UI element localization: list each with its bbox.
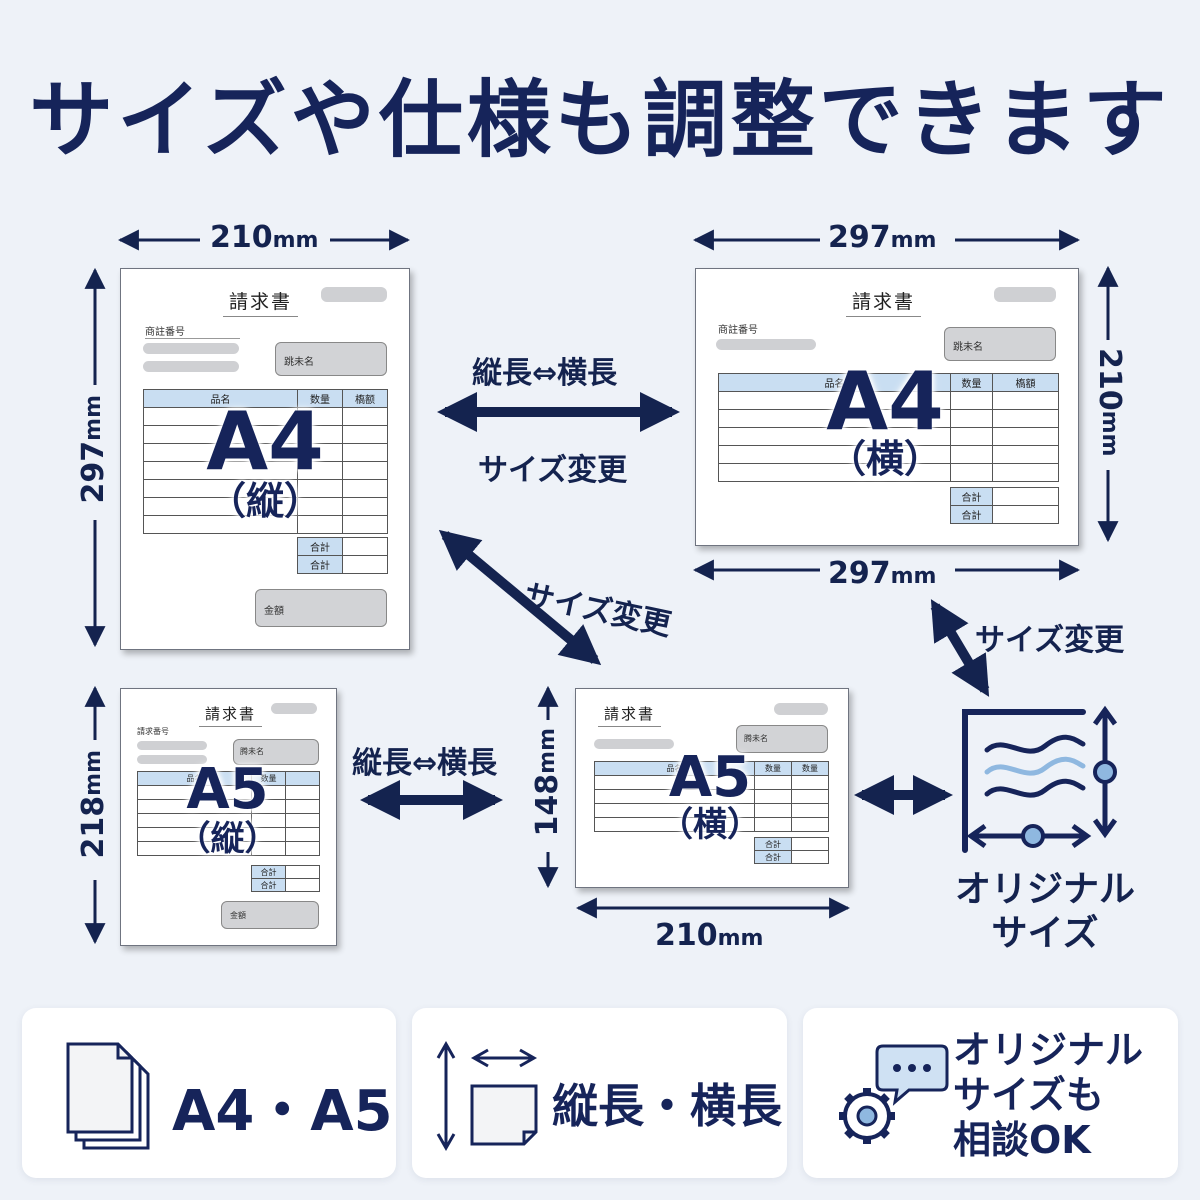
subtotal-label: 合計 bbox=[297, 537, 343, 556]
a5p-height-label: 218mm bbox=[76, 750, 111, 859]
total-label: 合計 bbox=[251, 878, 286, 892]
number-label: 請求番号 bbox=[137, 727, 169, 736]
total-table: 合計 合計 bbox=[950, 487, 1059, 524]
col-item: 品名 bbox=[143, 389, 298, 408]
original-size-label: オリジナル サイズ bbox=[954, 869, 1135, 954]
col-qty: 数量 bbox=[297, 389, 343, 408]
card-custom-text: オリジナル サイズも 相談OK bbox=[953, 1028, 1144, 1162]
invoice-title: 請求書 bbox=[598, 703, 662, 727]
number-label: 商註番号 bbox=[145, 323, 240, 339]
a4-portrait-size: A4 bbox=[206, 395, 324, 488]
placeholder-bar bbox=[594, 739, 674, 749]
client-box: 腾未名 bbox=[233, 739, 319, 765]
gear-chat-icon bbox=[839, 1044, 949, 1144]
total-table: 合計 合計 bbox=[251, 865, 320, 892]
size-change-arrow-diag bbox=[438, 529, 602, 666]
col-qty: 数量 bbox=[251, 771, 286, 786]
total-label: 合計 bbox=[297, 555, 343, 574]
client-box: 跳未名 bbox=[275, 342, 387, 376]
gear-icon bbox=[839, 1088, 895, 1144]
a5-portrait-orient: （縦） bbox=[176, 819, 279, 859]
placeholder-bar bbox=[137, 755, 207, 764]
size-change-label-right: サイズ変更 bbox=[975, 623, 1125, 658]
amount-box: 金額 bbox=[255, 589, 387, 627]
col-item: 品名 bbox=[137, 771, 252, 786]
size-change-arrow-right bbox=[930, 599, 990, 697]
invoice-title: 請求書 bbox=[199, 703, 263, 727]
a4p-width-label: 210mm bbox=[210, 220, 319, 255]
invoice-title: 請求書 bbox=[846, 287, 922, 317]
item-table: 品名数量 bbox=[137, 771, 320, 856]
a4-landscape-sheet: 請求書 商註番号 跳未名 品名数量槗額 合計 合計 bbox=[695, 268, 1079, 546]
original-size-icon bbox=[962, 705, 1118, 853]
col-item: 品名 bbox=[594, 761, 755, 776]
col-qty: 数量 bbox=[754, 761, 792, 776]
chat-bubble-icon bbox=[875, 1044, 949, 1106]
card-sizes-text: A4・A5 bbox=[172, 1079, 393, 1144]
documents-stack-icon bbox=[66, 1042, 150, 1150]
item-table: 品名数量数量 bbox=[594, 761, 829, 832]
a4l-height-label: 210mm bbox=[1092, 348, 1127, 457]
a4l-width-bottom-label: 297mm bbox=[828, 556, 937, 591]
subtotal-label: 合計 bbox=[251, 865, 286, 879]
a5-portrait-size: A5 bbox=[186, 757, 269, 822]
col-amount: 槗額 bbox=[992, 373, 1059, 392]
item-table: 品名数量槗额 bbox=[143, 389, 388, 534]
a4l-width-top-label: 297mm bbox=[828, 220, 937, 255]
feature-card-orientation: 縦長・横長 bbox=[412, 1008, 787, 1178]
placeholder-bar bbox=[716, 339, 816, 350]
a4-landscape-size: A4 bbox=[826, 355, 944, 448]
total-table: 合計 合計 bbox=[297, 537, 388, 574]
col-amount: 槗额 bbox=[342, 389, 388, 408]
a5l-height-label: 148mm bbox=[530, 728, 565, 837]
a4-portrait-orient: （縦） bbox=[207, 479, 322, 523]
a5l-width-label: 210mm bbox=[655, 918, 764, 953]
client-box: 腾未名 bbox=[736, 725, 828, 753]
placeholder-bar bbox=[143, 361, 239, 372]
size-change-label-top: サイズ変更 bbox=[478, 453, 628, 488]
a5-portrait-sheet: 請求書 請求番号 腾未名 品名数量 合計 合計 金額 bbox=[120, 688, 337, 946]
total-table: 合計 合計 bbox=[754, 837, 829, 864]
client-box: 跳未名 bbox=[944, 327, 1056, 361]
number-label: 商註番号 bbox=[718, 325, 758, 336]
placeholder-bar bbox=[143, 343, 239, 354]
placeholder-bar bbox=[137, 741, 207, 750]
card-orientation-text: 縦長・横長 bbox=[552, 1079, 782, 1133]
total-label: 合計 bbox=[950, 505, 993, 524]
placeholder-bar bbox=[994, 287, 1056, 302]
subtotal-label: 合計 bbox=[950, 487, 993, 506]
placeholder-bar bbox=[774, 703, 828, 715]
invoice-title: 請求書 bbox=[223, 287, 299, 317]
a4-portrait-sheet: 請求書 商註番号 跳未名 品名数量槗额 合計 合計 金額 bbox=[120, 268, 410, 650]
orientation-arrows-icon bbox=[436, 1040, 538, 1152]
total-label: 合計 bbox=[754, 850, 792, 864]
headline: サイズや仕様も調整できます bbox=[29, 71, 1171, 169]
feature-card-custom: オリジナル サイズも 相談OK bbox=[803, 1008, 1178, 1178]
item-table: 品名数量槗額 bbox=[718, 373, 1059, 482]
feature-card-sizes: A4・A5 bbox=[22, 1008, 396, 1178]
placeholder-bar bbox=[271, 703, 317, 714]
a4-landscape-orient: （横） bbox=[827, 437, 942, 481]
col-qty-2: 数量 bbox=[791, 761, 829, 776]
a5-landscape-sheet: 請求書 腾未名 品名数量数量 合計 合計 bbox=[575, 688, 849, 888]
a4p-height-label: 297mm bbox=[76, 395, 111, 504]
orient-change-label-top: 縦長⇔横長 bbox=[472, 356, 618, 391]
placeholder-bar bbox=[321, 287, 387, 302]
orient-change-label-mid: 縦長⇔横長 bbox=[352, 746, 498, 781]
a5-landscape-size: A5 bbox=[668, 745, 752, 810]
amount-box: 金額 bbox=[221, 901, 319, 929]
a5-landscape-orient: （横） bbox=[659, 805, 761, 845]
